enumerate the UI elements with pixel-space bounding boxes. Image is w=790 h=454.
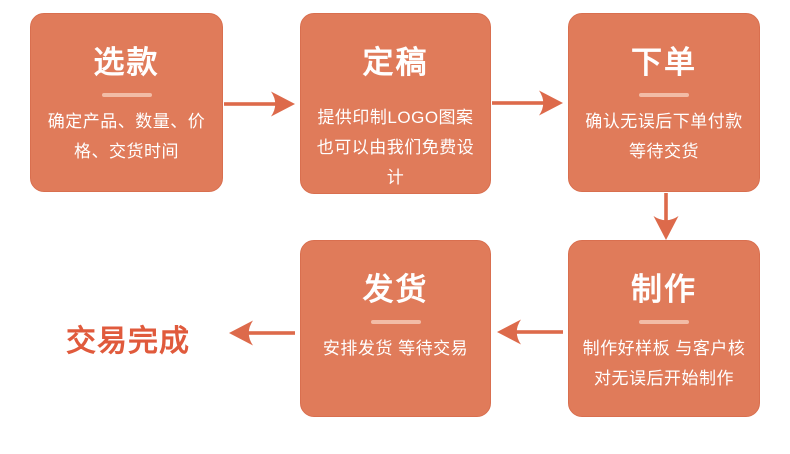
step-description: 提供印制LOGO图案 也可以由我们免费设 计: [316, 108, 475, 187]
transaction-complete-label: 交易完成: [66, 325, 190, 358]
step-box-production: 制作 制作好样板 与客户核 对无误后开始制作: [568, 240, 760, 417]
step-box-select-style: 选款 确定产品、数量、价 格、交货时间: [30, 13, 223, 192]
step-title: 制作: [631, 272, 697, 307]
step-box-place-order: 下单 确认无误后下单付款 等待交货: [568, 13, 760, 192]
step-box-shipping: 发货 安排发货 等待交易: [300, 240, 491, 417]
step-box-finalize-design: 定稿 提供印制LOGO图案 也可以由我们免费设 计: [300, 13, 491, 194]
step-description: 确定产品、数量、价 格、交货时间: [47, 112, 206, 161]
step-title: 定稿: [362, 45, 429, 80]
step-description: 制作好样板 与客户核 对无误后开始制作: [582, 339, 746, 388]
title-divider: [101, 93, 152, 97]
title-divider: [370, 320, 421, 324]
step-description: 安排发货 等待交易: [322, 339, 469, 358]
title-divider: [639, 93, 689, 97]
step-title: 选款: [93, 45, 160, 80]
arrow-right-icon: [224, 91, 295, 117]
arrow-right-icon: [492, 90, 563, 116]
step-title: 发货: [362, 272, 429, 307]
arrow-down-icon: [653, 193, 679, 240]
arrow-left-icon: [497, 319, 563, 345]
title-divider: [639, 320, 689, 324]
step-description: 确认无误后下单付款 等待交货: [585, 112, 743, 161]
arrow-left-icon: [229, 320, 295, 346]
step-title: 下单: [631, 45, 697, 80]
